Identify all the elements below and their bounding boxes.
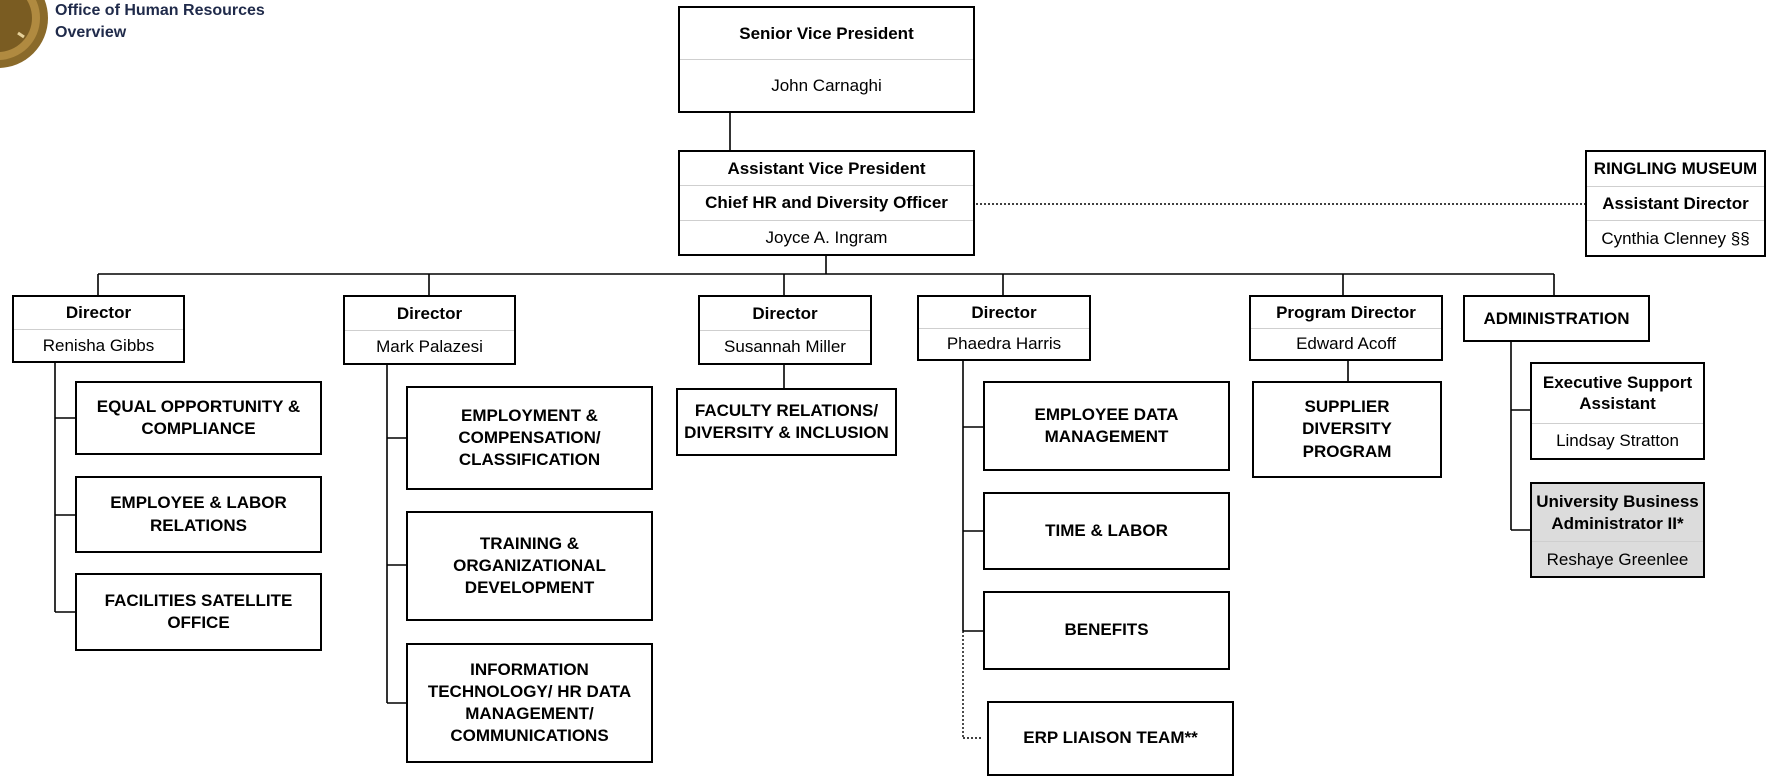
administration-title: ADMINISTRATION xyxy=(1483,308,1630,328)
unit-time-labor: TIME & LABOR xyxy=(983,492,1230,570)
director-title: Director xyxy=(971,302,1037,322)
director-title: Director xyxy=(396,303,463,323)
unit-equal-opportunity: EQUAL OPPORTUNITY & COMPLIANCE xyxy=(75,381,322,455)
ringling-box: RINGLING MUSEUM Assistant Director Cynth… xyxy=(1585,150,1766,257)
avp-subtitle: Chief HR and Diversity Officer xyxy=(680,185,973,219)
director-acoff: Program Director Edward Acoff xyxy=(1249,295,1443,361)
unit-information-technology: INFORMATION TECHNOLOGY/ HR DATA MANAGEME… xyxy=(406,643,653,763)
director-title: Director xyxy=(752,303,818,323)
svp-box: Senior Vice President John Carnaghi xyxy=(678,6,975,113)
director-name: Susannah Miller xyxy=(700,329,870,364)
svp-title: Senior Vice President xyxy=(739,23,914,43)
director-miller: Director Susannah Miller xyxy=(698,295,872,365)
director-harris: Director Phaedra Harris xyxy=(917,295,1091,361)
unit-benefits: BENEFITS xyxy=(983,591,1230,670)
unit-employee-labor-relations: EMPLOYEE & LABOR RELATIONS xyxy=(75,476,322,553)
director-gibbs: Director Renisha Gibbs xyxy=(12,295,185,363)
director-name: Phaedra Harris xyxy=(919,327,1089,360)
unit-faculty-relations: FACULTY RELATIONS/ DIVERSITY & INCLUSION xyxy=(676,388,897,456)
page-header: Office of Human Resources Overview xyxy=(55,0,265,44)
unit-supplier-diversity: SUPPLIER DIVERSITY PROGRAM xyxy=(1252,381,1442,478)
admin-staff-business-administrator: University Business Administrator II* Re… xyxy=(1530,482,1705,578)
university-seal-icon xyxy=(0,0,48,68)
header-subtitle: Overview xyxy=(55,24,127,41)
unit-employee-data-management: EMPLOYEE DATA MANAGEMENT xyxy=(983,381,1230,471)
director-name: Edward Acoff xyxy=(1251,327,1441,360)
unit-erp-liaison-team: ERP LIAISON TEAM** xyxy=(987,701,1234,776)
avp-title: Assistant Vice President xyxy=(727,159,926,179)
unit-facilities-satellite: FACILITIES SATELLITE OFFICE xyxy=(75,573,322,651)
director-name: Renisha Gibbs xyxy=(14,328,183,362)
administration-box: ADMINISTRATION xyxy=(1463,295,1650,342)
admin-staff-title: Executive Support Assistant xyxy=(1542,373,1693,414)
admin-staff-name: Reshaye Greenlee xyxy=(1532,541,1703,576)
avp-box: Assistant Vice President Chief HR and Di… xyxy=(678,150,975,256)
ringling-name: Cynthia Clenney §§ xyxy=(1587,220,1764,255)
director-title: Program Director xyxy=(1276,302,1416,322)
admin-staff-name: Lindsay Stratton xyxy=(1532,422,1703,458)
avp-name: Joyce A. Ingram xyxy=(680,219,973,254)
director-title: Director xyxy=(65,303,132,323)
admin-staff-executive-support: Executive Support Assistant Lindsay Stra… xyxy=(1530,362,1705,460)
ringling-subtitle: Assistant Director xyxy=(1587,185,1764,221)
header-title: Office of Human Resources xyxy=(55,2,265,19)
svp-name: John Carnaghi xyxy=(680,59,973,111)
ringling-title: RINGLING MUSEUM xyxy=(1593,159,1758,179)
unit-employment-compensation: EMPLOYMENT & COMPENSATION/ CLASSIFICATIO… xyxy=(406,386,653,490)
director-name: Mark Palazesi xyxy=(345,329,514,364)
admin-staff-title: University Business Administrator II* xyxy=(1536,492,1699,533)
director-palazesi: Director Mark Palazesi xyxy=(343,295,516,365)
unit-training-development: TRAINING & ORGANIZATIONAL DEVELOPMENT xyxy=(406,511,653,621)
